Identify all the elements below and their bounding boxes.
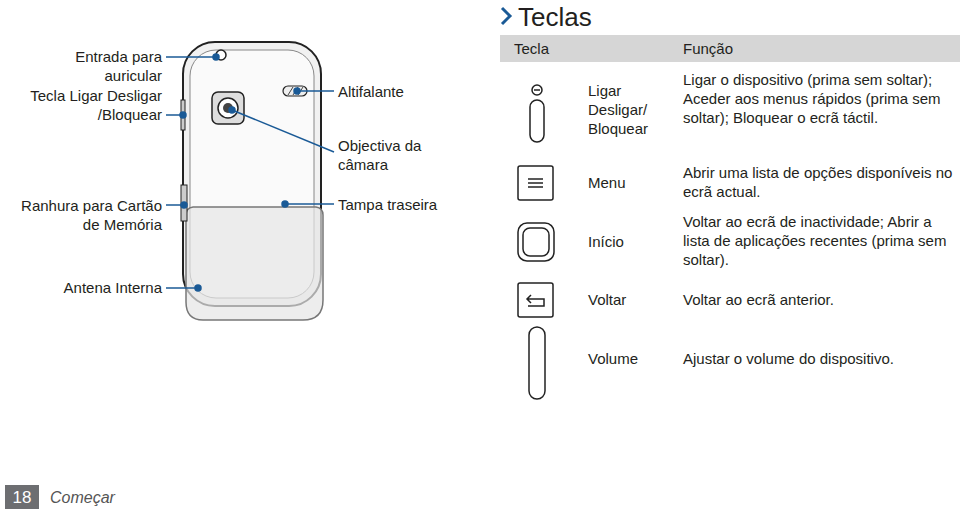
page-number-ground (5, 485, 39, 509)
callout-label: Ranhura para Cartão de Memória (12, 196, 162, 234)
antenna-area (186, 207, 323, 320)
key-name: Início (588, 232, 668, 251)
camera-lens (218, 98, 238, 118)
key-function: Voltar ao ecrã de inactividade; Abrir a … (683, 212, 958, 269)
callout-label: Objectiva da câmara (338, 136, 448, 174)
leader-lines (166, 54, 334, 291)
key-icons (518, 85, 554, 399)
camera-housing (212, 92, 244, 124)
page-number-box: 18 (5, 485, 39, 509)
node-text: Função (683, 39, 733, 58)
callout-label: Tampa traseira (338, 195, 488, 214)
callout-label: Entrada para auricular (40, 47, 162, 85)
memory-slot (181, 185, 187, 221)
key-function: Ligar o dispositivo (prima sem soltar); … (683, 70, 958, 127)
key-name: Volume (588, 349, 668, 368)
key-function: Abrir uma lista de opções disponíveis no… (683, 163, 958, 201)
key-function: Voltar ao ecrã anterior. (683, 290, 958, 309)
node-text: Tecla (514, 39, 549, 58)
page-title: Teclas (518, 2, 592, 32)
callout-label: Altifalante (338, 82, 488, 101)
node-text: 18 (5, 488, 39, 507)
key-name: Voltar (588, 290, 668, 309)
key-name: Ligar Desligar/ Bloquear (588, 81, 668, 138)
key-function: Ajustar o volume do dispositivo. (683, 349, 958, 368)
footer-section: Começar (50, 488, 170, 507)
callout-label: Tecla Ligar Desligar /Bloquear (12, 86, 162, 124)
key-name: Menu (588, 173, 668, 192)
title-chevron (502, 8, 510, 24)
callout-label: Antena Interna (12, 278, 162, 297)
table-header: Tecla Função (500, 35, 960, 62)
table-header-ground (500, 35, 960, 62)
power-key (181, 100, 185, 130)
